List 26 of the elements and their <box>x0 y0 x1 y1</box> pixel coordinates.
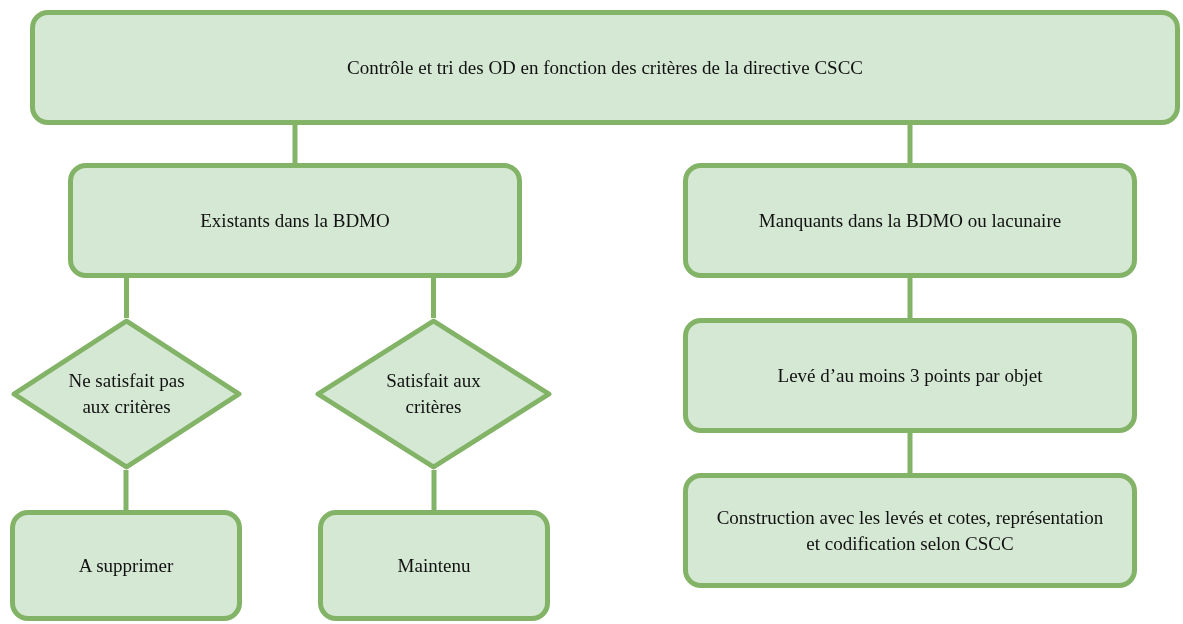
process-box <box>30 10 1180 125</box>
node-text: Construction avec les levés et cotes, représentation et codification selon CSCC <box>715 505 1105 556</box>
connector-line <box>431 470 437 510</box>
process-box <box>683 163 1137 278</box>
connector-line <box>123 470 129 510</box>
decision-diamond <box>10 318 243 470</box>
node-text: Maintenu <box>397 553 471 578</box>
connector-line <box>292 125 298 163</box>
connector-line <box>907 278 913 318</box>
node-text: Satisfait aux critères <box>385 369 482 419</box>
node-text: Existants dans la BDMO <box>200 208 390 233</box>
process-box <box>10 510 242 621</box>
node-text: Contrôle et tri des OD en fonction des critères de la directive CSCC <box>346 55 863 80</box>
process-box <box>68 163 522 278</box>
connector-line <box>907 125 913 163</box>
process-box <box>318 510 550 621</box>
node-text: Ne satisfait pas aux critères <box>67 369 186 419</box>
node-text: Levé d’au moins 3 points par objet <box>777 363 1043 388</box>
connector-line <box>431 278 436 318</box>
connector-line <box>907 433 913 473</box>
decision-diamond <box>314 318 553 470</box>
process-box <box>683 318 1137 433</box>
process-box <box>683 473 1137 588</box>
node-text: Manquants dans la BDMO ou lacunaire <box>758 208 1062 233</box>
connector-line <box>124 278 129 318</box>
node-text: A supprimer <box>78 553 174 578</box>
